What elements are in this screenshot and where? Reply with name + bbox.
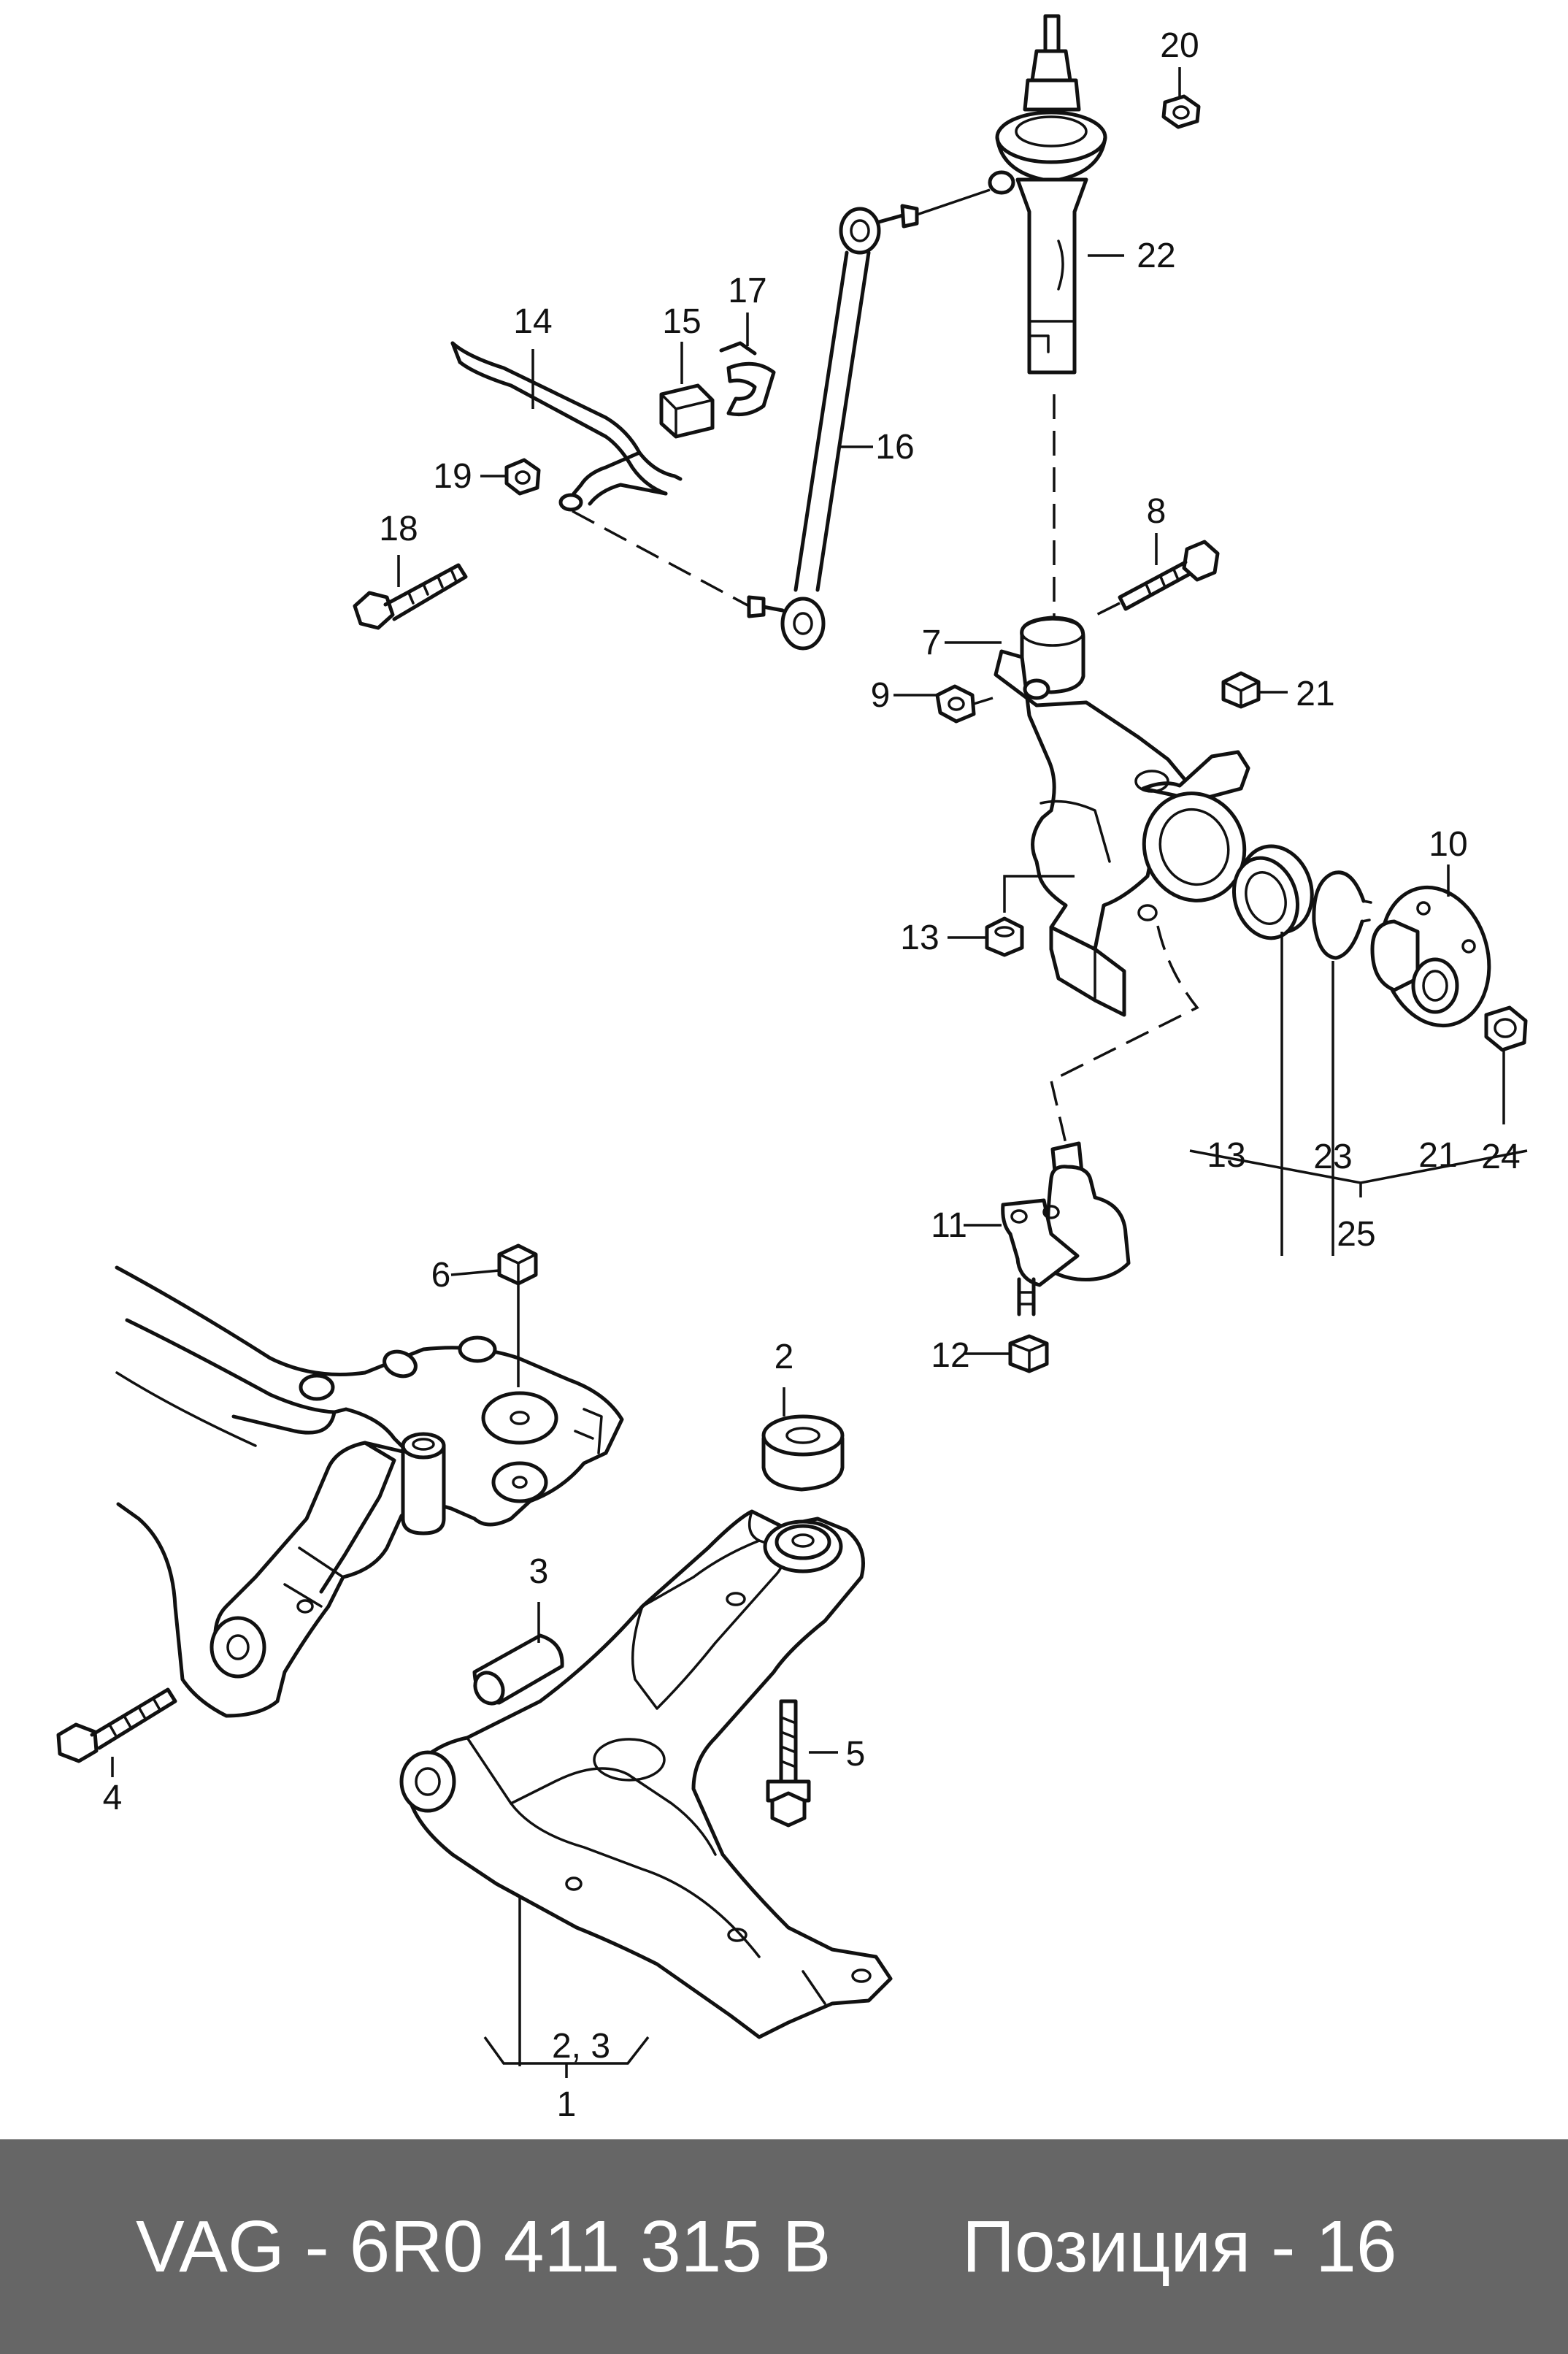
clamp-nut [935, 684, 976, 724]
callout-4: 4 [103, 1779, 123, 1817]
ball-joint-nut [1008, 1334, 1049, 1373]
bush-rear [761, 1414, 845, 1492]
leader-lines [111, 67, 1528, 2078]
coupling-rod [747, 188, 991, 651]
center-lines [572, 394, 1199, 1144]
callout-14: 14 [513, 302, 552, 341]
callout-3: 3 [529, 1552, 549, 1591]
callout-15: 15 [662, 302, 701, 341]
callout-16: 16 [875, 428, 914, 467]
callout-10: 10 [1429, 825, 1467, 864]
callout-23: 23 [1313, 1138, 1352, 1176]
stabiliser-bar [450, 341, 683, 512]
callout-24: 24 [1481, 1138, 1520, 1176]
stabiliser-nut [504, 458, 541, 496]
callout-1: 1 [557, 2085, 577, 2124]
callout-9: 9 [871, 676, 891, 715]
bush-front [472, 1633, 564, 1706]
part-number: VAG - 6R0 411 315 B [136, 2206, 831, 2288]
callout-8: 8 [1147, 492, 1167, 531]
top-mount-nut [1161, 94, 1201, 129]
control-arm-bolt [766, 1699, 811, 1828]
callout-25: 25 [1337, 1215, 1375, 1254]
strut-assembly [988, 14, 1107, 375]
callout-19: 19 [433, 457, 472, 496]
ball-joint [1001, 1141, 1131, 1316]
position-number: Позиция - 16 [962, 2206, 1397, 2288]
hub-bolt [1484, 1005, 1528, 1052]
part-info-banner: VAG - 6R0 411 315 B Позиция - 16 [0, 2139, 1568, 2354]
subframe [115, 1265, 624, 1718]
callout-13-nut: 13 [900, 919, 939, 957]
callout-11: 11 [931, 1206, 967, 1245]
wheel-hub [1370, 885, 1491, 1028]
callout-7: 7 [922, 624, 942, 662]
callout-21-nut: 21 [1296, 675, 1334, 713]
brake-carrier-nut [1221, 671, 1261, 709]
callout-21-hub: 21 [1418, 1136, 1457, 1175]
callout-17: 17 [728, 272, 766, 310]
callout-2-3: 2, 3 [552, 2027, 610, 2066]
callout-12: 12 [931, 1336, 969, 1375]
callout-5: 5 [846, 1735, 866, 1774]
balljoint-nut [985, 916, 1024, 957]
circlip [1312, 870, 1372, 960]
subframe-nut [497, 1243, 538, 1286]
callouts: 20 22 14 15 17 16 19 18 8 7 9 21 10 13 1… [103, 26, 1521, 2124]
bush-clamp [719, 341, 776, 417]
callout-2: 2 [775, 1338, 794, 1376]
wheel-bearing-housing [994, 616, 1250, 1017]
clamp-bolt [1118, 540, 1220, 611]
subframe-bolt [56, 1687, 177, 1763]
callout-13-bearing: 13 [1207, 1136, 1245, 1175]
suspension-exploded-diagram: 20 22 14 15 17 16 19 18 8 7 9 21 10 13 1… [56, 14, 1528, 2124]
control-arm [399, 1509, 893, 2039]
callout-20: 20 [1160, 26, 1199, 65]
callout-6: 6 [431, 1256, 451, 1295]
stabiliser-bush [659, 383, 715, 439]
callout-18: 18 [379, 510, 418, 548]
wheel-bearing [1231, 844, 1314, 940]
callout-22: 22 [1137, 237, 1175, 275]
stabiliser-bolt [353, 563, 468, 630]
